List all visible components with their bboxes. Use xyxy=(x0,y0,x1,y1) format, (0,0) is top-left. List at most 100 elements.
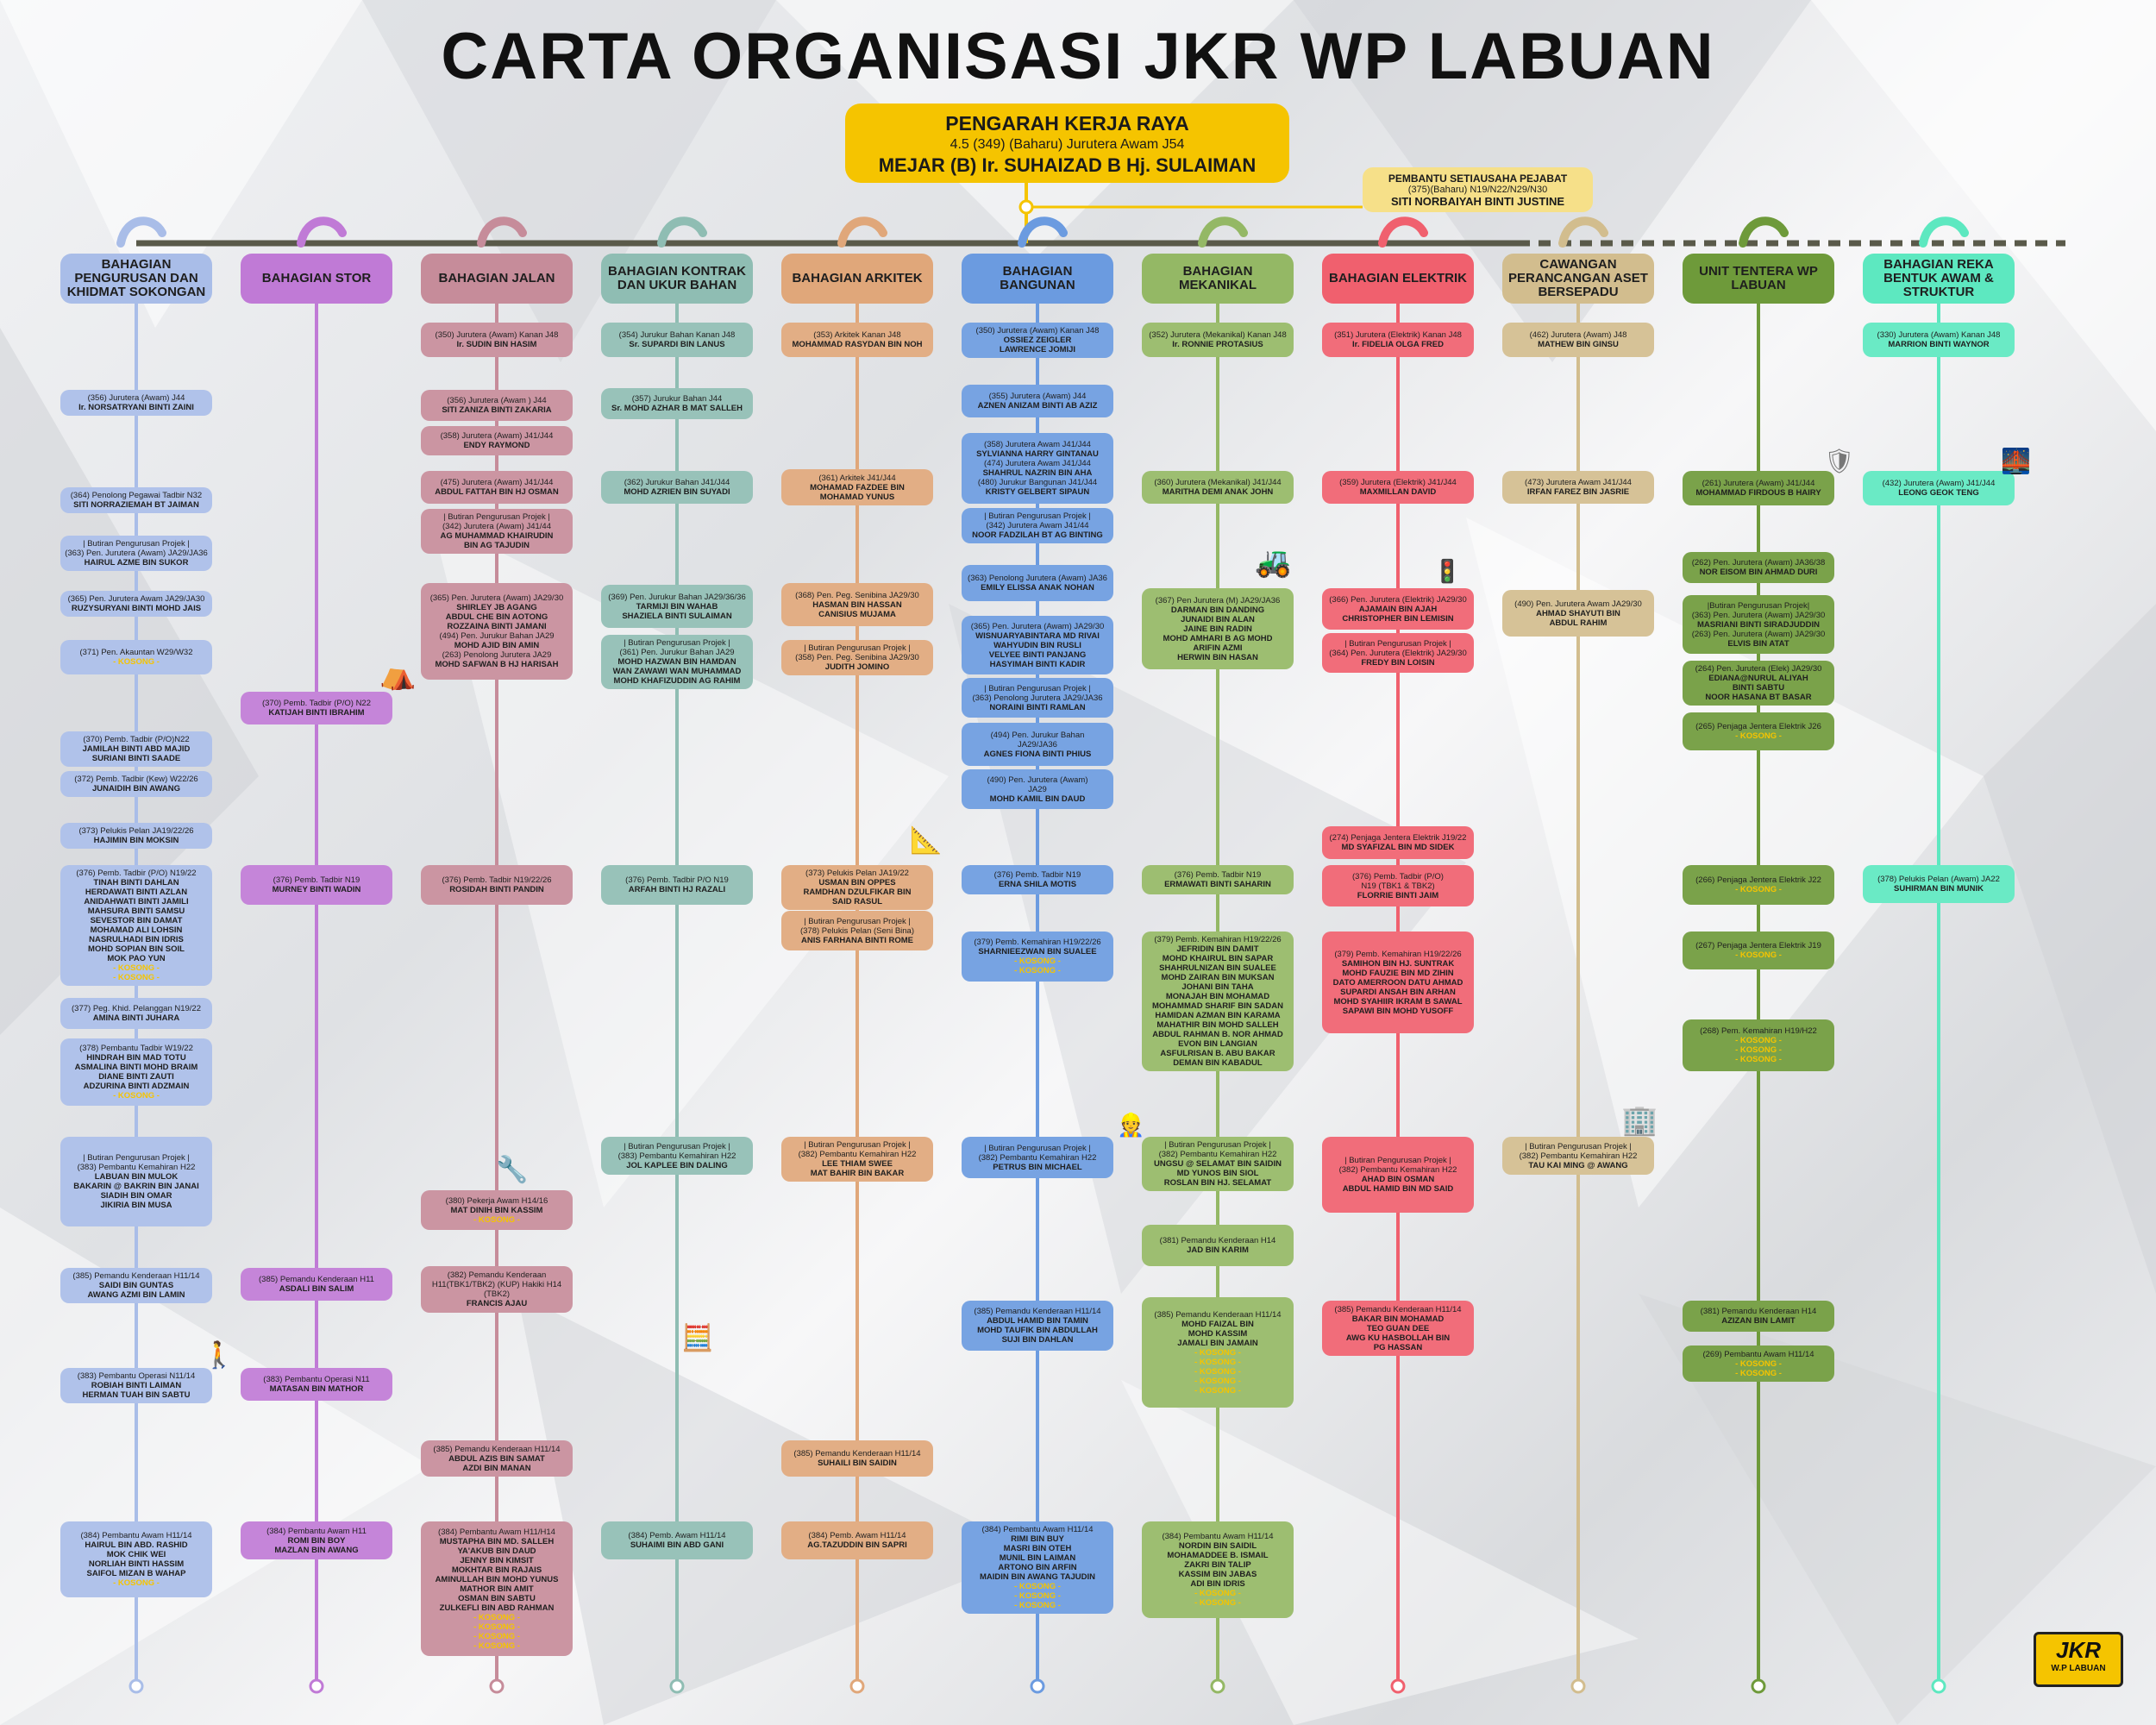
post-title: (382) Pembantu Kemahiran H22 xyxy=(1519,1151,1638,1161)
position-box: | Butiran Pengurusan Projek |(358) Pen. … xyxy=(781,640,933,675)
staff-name: PETRUS BIN MICHAEL xyxy=(993,1162,1082,1172)
post-title: (361) Pen. Jurukur Bahan JA29 xyxy=(619,648,735,657)
post-title: (385) Pemandu Kenderaan H11/14 xyxy=(974,1307,1101,1316)
staff-name: HASYIMAH BINTI KADIR xyxy=(989,659,1086,669)
staff-name: HINDRAH BIN MAD TOTU xyxy=(86,1053,186,1063)
staff-name: Ir. SUDIN BIN HASIM xyxy=(456,340,537,349)
post-title: (261) Jurutera (Awam) J41/J44 xyxy=(1702,479,1815,488)
secretary-name: SITI NORBAIYAH BINTI JUSTINE xyxy=(1390,195,1565,208)
staff-name: YA'AKUB BIN DAUD xyxy=(457,1546,536,1556)
post-title: | Butiran Pengurusan Projek | xyxy=(1164,1140,1271,1150)
staff-name: HASMAN BIN HASSAN xyxy=(812,599,902,610)
department-header: CAWANGAN PERANCANGAN ASET BERSEPADU xyxy=(1502,254,1654,304)
vacant-label: - KOSONG - xyxy=(113,657,160,667)
vacant-label: - KOSONG - xyxy=(1735,885,1782,894)
calculator-icon: 🧮 xyxy=(681,1324,714,1352)
staff-name: JAINE BIN RADIN xyxy=(1183,624,1252,634)
staff-name: SAID RASUL xyxy=(831,897,883,906)
post-title: (384) Pembantu Awam H11/H14 xyxy=(438,1527,555,1537)
vacant-label: - KOSONG - xyxy=(473,1612,520,1622)
vacant-label: - KOSONG - xyxy=(473,1640,520,1651)
position-box: | Butiran Pengurusan Projek |(383) Pemba… xyxy=(601,1137,753,1175)
staff-name: MOHAMMAD SHARIF BIN SADAN xyxy=(1152,1001,1283,1011)
staff-name: MARRION BINTI WAYNOR xyxy=(1888,340,1990,349)
staff-name: MOHD SAFWAN B HJ HARISAH xyxy=(435,660,559,669)
staff-name: RUZYSURYANI BINTI MOHD JAIS xyxy=(71,604,202,613)
post-title: (473) Jurutera Awam J41/J44 xyxy=(1525,478,1632,487)
staff-name: CHRISTOPHER BIN LEMISIN xyxy=(1342,613,1454,624)
staff-name: MAT BAHIR BIN BAKAR xyxy=(810,1169,905,1178)
staff-name: LEE THIAM SWEE xyxy=(822,1159,893,1169)
staff-name: ADI BIN IDRIS xyxy=(1190,1579,1245,1589)
vacant-label: - KOSONG - xyxy=(113,973,160,982)
position-box: | Butiran Pengurusan Projek |(382) Pemba… xyxy=(781,1137,933,1182)
tent-icon: ⛺ xyxy=(379,658,417,691)
post-title: (371) Pen. Akauntan W29/W32 xyxy=(79,648,193,657)
staff-name: MAHSURA BINTI SAMSU xyxy=(87,906,185,916)
position-box: | Butiran Pengurusan Projek |(383) Pemba… xyxy=(60,1137,212,1226)
column-end-node xyxy=(489,1678,505,1694)
post-title: (356) Jurutera (Awam ) J44 xyxy=(447,396,547,405)
post-title: (379) Pemb. Kemahiran H19/22/26 xyxy=(974,938,1101,947)
vacant-label: - KOSONG - xyxy=(1194,1366,1241,1377)
staff-name: MOHD FAIZAL BIN xyxy=(1181,1319,1254,1329)
vacant-label: - KOSONG - xyxy=(1014,1582,1061,1591)
column-hook xyxy=(1198,216,1248,248)
worker-helmet-icon: 👷 xyxy=(1117,1112,1145,1138)
staff-name: WAN ZAWAWI WAN MUHAMMAD xyxy=(612,667,742,676)
staff-name: TAU KAI MING @ AWANG xyxy=(1528,1160,1628,1170)
column-hook xyxy=(657,216,707,248)
post-title: (365) Pen. Jurutera Awam JA29/JA30 xyxy=(67,594,205,604)
staff-name: KATIJAH BINTI IBRAHIM xyxy=(268,708,365,718)
position-box: | Butiran Pengurusan Projek |(361) Pen. … xyxy=(601,635,753,689)
staff-name: AG.TAZUDDIN BIN SAPRI xyxy=(807,1540,907,1550)
staff-name: MOHD AMHARI B AG MOHD xyxy=(1163,633,1273,643)
staff-name: PG HASSAN xyxy=(1373,1342,1423,1352)
post-title: (266) Penjaga Jentera Elektrik J22 xyxy=(1695,875,1821,885)
post-title: (360) Jurutera (Mekanikal) J41/J44 xyxy=(1154,478,1282,487)
staff-name: KRISTY GELBERT SIPAUN xyxy=(985,487,1090,497)
vacant-label: - KOSONG - xyxy=(473,1631,520,1641)
staff-name: AWG KU HASBOLLAH BIN xyxy=(1345,1333,1451,1343)
director-connector-node xyxy=(1018,199,1034,215)
staff-name: MOHD AJID BIN AMIN xyxy=(454,641,540,650)
position-box: (376) Pemb. Tadbir (P/O)N19 (TBK1 & TBK2… xyxy=(1322,865,1474,906)
vacant-label: - KOSONG - xyxy=(1735,1045,1782,1055)
staff-name: AZNEN ANIZAM BINTI AB AZIZ xyxy=(977,401,1098,411)
staff-name: LABUAN BIN MULOK xyxy=(94,1172,179,1182)
staff-name: Ir. RONNIE PROTASIUS xyxy=(1172,340,1263,349)
staff-name: ZULKEFLI BIN ABD RAHMAN xyxy=(439,1603,555,1613)
column-end-node xyxy=(128,1678,144,1694)
staff-name: ABDUL AZIS BIN SAMAT xyxy=(448,1453,545,1464)
post-title: (475) Jurutera (Awam) J41/J44 xyxy=(440,478,554,487)
staff-name: MOK CHIK WEI xyxy=(106,1550,166,1559)
staff-name: BAKAR BIN MOHAMAD xyxy=(1351,1314,1445,1324)
staff-name: HAJIMIN BIN MOKSIN xyxy=(93,836,179,845)
staff-name: MUSTAPHA BIN MD. SALLEH xyxy=(439,1536,555,1546)
staff-name: LAWRENCE JOMIJI xyxy=(999,345,1076,354)
department-header: BAHAGIAN KONTRAK DAN UKUR BAHAN xyxy=(601,254,753,304)
staff-name: MOHD KHAFIZUDDIN AG RAHIM xyxy=(613,676,741,686)
staff-name: JOHANI BIN TAHA xyxy=(1181,982,1254,992)
staff-name: NOOR HASANA BT BASAR xyxy=(1705,693,1812,702)
post-title: | Butiran Pengurusan Projek | xyxy=(1344,1156,1451,1165)
director-box: PENGARAH KERJA RAYA 4.5 (349) (Baharu) J… xyxy=(845,104,1289,183)
staff-name: ROMI BIN BOY xyxy=(287,1535,346,1546)
post-title: (480) Jurukur Bangunan J41/J44 xyxy=(977,478,1098,487)
post-title: (376) Pemb. Tadbir N19/22/26 xyxy=(442,875,552,885)
